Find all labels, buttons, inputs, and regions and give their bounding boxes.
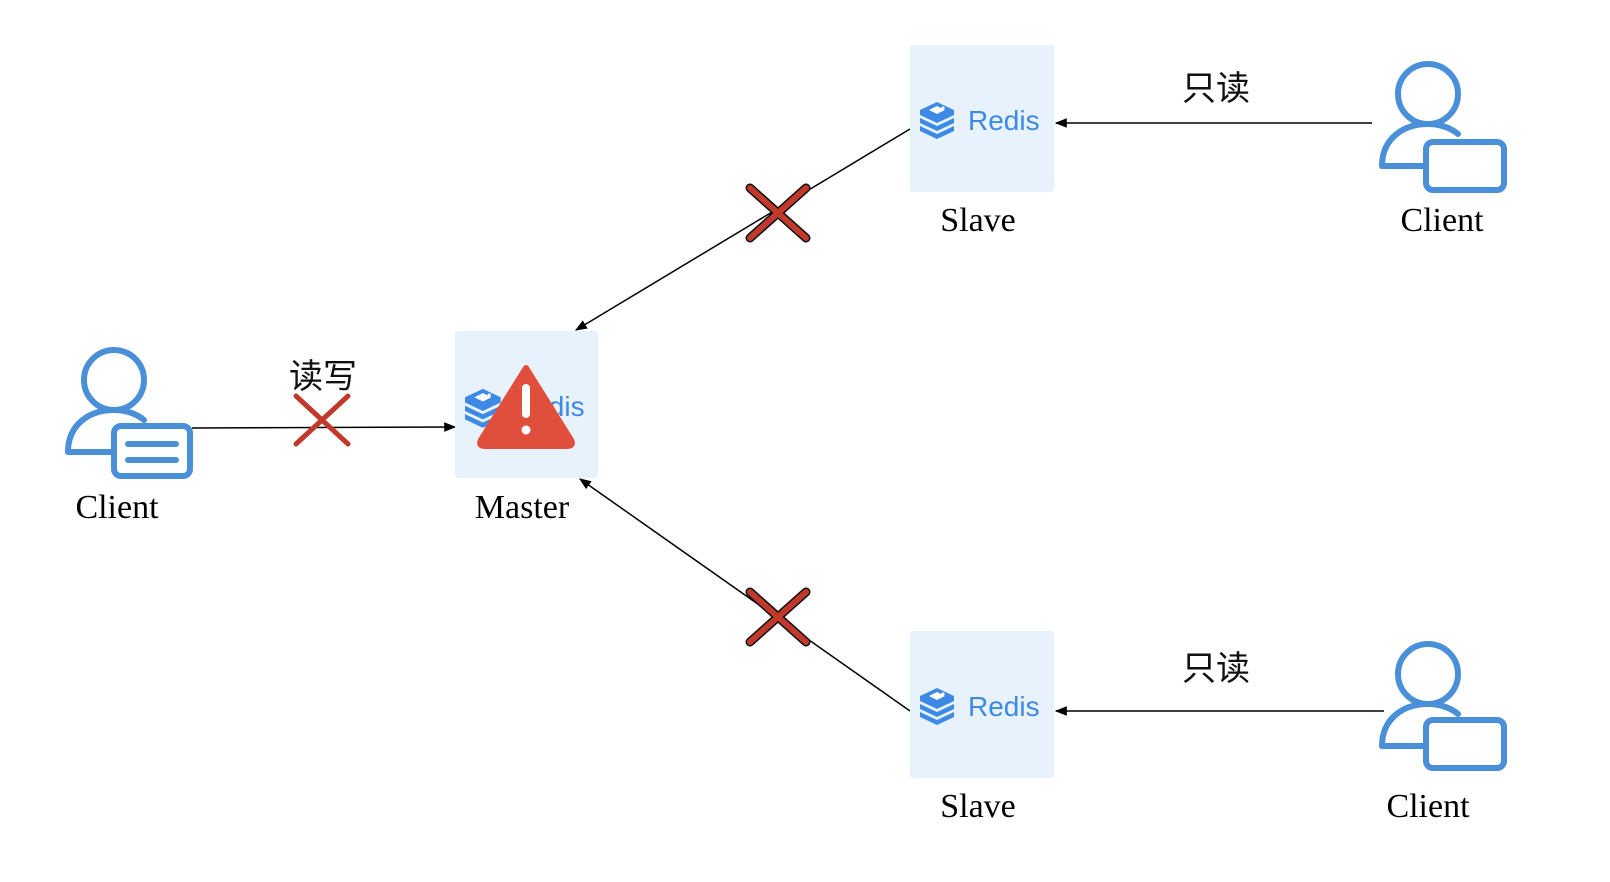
user-with-card-icon <box>1382 64 1507 193</box>
warning-triangle-icon <box>477 365 575 449</box>
user-with-card-icon <box>68 350 193 479</box>
user-with-card-icon <box>1382 644 1507 771</box>
client-left[interactable] <box>68 350 193 479</box>
edge-client-to-master <box>191 422 457 432</box>
edge-bottom-slave-to-master <box>579 478 911 712</box>
client-top-right[interactable] <box>1382 64 1507 193</box>
slave-node-top[interactable]: Redis <box>910 45 1054 192</box>
client-bottom-right[interactable] <box>1382 644 1507 771</box>
red-cross-icon <box>293 393 351 447</box>
slave-bottom-logo-text: Redis <box>968 691 1040 722</box>
edge-top-slave-to-master <box>574 128 911 331</box>
client-top-right-caption: Client <box>1400 202 1484 239</box>
slave-node-bottom[interactable]: Redis <box>910 631 1054 778</box>
master-node[interactable]: Redis <box>455 331 598 478</box>
red-cross-icon <box>750 188 806 238</box>
master-caption: Master <box>475 489 570 526</box>
edge-label-read-write: 读写 <box>289 357 357 397</box>
slave-top-caption: Slave <box>940 202 1016 239</box>
client-left-caption: Client <box>75 489 159 526</box>
client-bottom-right-caption: Client <box>1386 788 1470 825</box>
slave-bottom-caption: Slave <box>940 788 1016 825</box>
slave-top-logo-text: Redis <box>968 105 1040 136</box>
red-cross-icon <box>750 592 806 642</box>
edge-label-read-only-top: 只读 <box>1182 69 1250 109</box>
edge-label-read-only-bottom: 只读 <box>1182 649 1250 689</box>
